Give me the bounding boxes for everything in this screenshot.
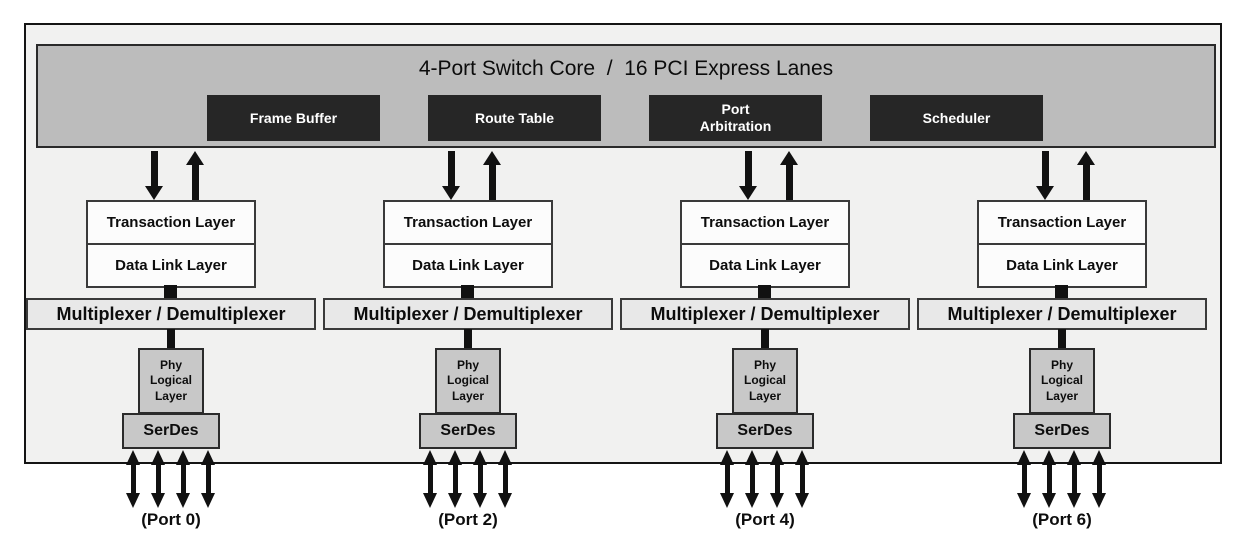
layer-stack-box: Transaction Layer Data Link Layer [977,200,1147,288]
up-arrow-icon [483,151,501,200]
port-column-2: Transaction Layer Data Link Layer Multip… [616,0,914,551]
up-arrow-icon [1077,151,1095,200]
scheduler-block: Scheduler [870,95,1043,141]
port-label: (Port 0) [141,510,201,529]
connector-line [761,329,769,349]
transaction-layer-box: Transaction Layer [682,202,848,245]
bidirectional-arrow-icon [498,450,512,508]
bidirectional-arrow-icon [176,450,190,508]
multiplexer-demultiplexer-box: Multiplexer / Demultiplexer [917,298,1207,330]
port-column-3: Transaction Layer Data Link Layer Multip… [913,0,1211,551]
down-arrow-icon [442,151,460,200]
bidirectional-arrow-icon [151,450,165,508]
bidirectional-arrow-icon [1042,450,1056,508]
bidirectional-arrow-icon [126,450,140,508]
bidirectional-arrow-icon [448,450,462,508]
connector-square [164,285,177,299]
port-column-0: Transaction Layer Data Link Layer Multip… [22,0,320,551]
transaction-layer-box: Transaction Layer [88,202,254,245]
multiplexer-demultiplexer-box: Multiplexer / Demultiplexer [26,298,316,330]
phy-logical-layer-box: Phy Logical Layer [1029,348,1095,414]
down-arrow-icon [1036,151,1054,200]
connector-square [758,285,771,299]
bidirectional-arrow-icon [795,450,809,508]
connector-line [1058,329,1066,349]
serdes-box: SerDes [122,413,220,449]
layer-stack-box: Transaction Layer Data Link Layer [86,200,256,288]
multiplexer-demultiplexer-box: Multiplexer / Demultiplexer [323,298,613,330]
data-link-layer-box: Data Link Layer [709,257,821,274]
bidirectional-arrow-icon [201,450,215,508]
up-arrow-icon [780,151,798,200]
serdes-box: SerDes [1013,413,1111,449]
serdes-box: SerDes [716,413,814,449]
layer-stack-box: Transaction Layer Data Link Layer [383,200,553,288]
serdes-box: SerDes [419,413,517,449]
connector-line [464,329,472,349]
bidirectional-arrow-icon [720,450,734,508]
switch-core-bar: 4-Port Switch Core / 16 PCI Express Lane… [36,44,1216,148]
multiplexer-demultiplexer-box: Multiplexer / Demultiplexer [620,298,910,330]
up-arrow-icon [186,151,204,200]
connector-line [167,329,175,349]
phy-logical-layer-box: Phy Logical Layer [138,348,204,414]
port-column-1: Transaction Layer Data Link Layer Multip… [319,0,617,551]
port-label: (Port 2) [438,510,498,529]
bidirectional-arrow-icon [423,450,437,508]
bidirectional-arrow-icon [1067,450,1081,508]
port-arbitration-block: Port Arbitration [649,95,822,141]
down-arrow-icon [145,151,163,200]
bidirectional-arrow-icon [745,450,759,508]
data-link-layer-box: Data Link Layer [1006,257,1118,274]
phy-logical-layer-box: Phy Logical Layer [435,348,501,414]
bidirectional-arrow-icon [1017,450,1031,508]
transaction-layer-box: Transaction Layer [385,202,551,245]
port-label: (Port 6) [1032,510,1092,529]
connector-square [461,285,474,299]
port-label: (Port 4) [735,510,795,529]
switch-core-title: 4-Port Switch Core / 16 PCI Express Lane… [418,57,834,80]
bidirectional-arrow-icon [473,450,487,508]
frame-buffer-block: Frame Buffer [207,95,380,141]
down-arrow-icon [739,151,757,200]
route-table-block: Route Table [428,95,601,141]
phy-logical-layer-box: Phy Logical Layer [732,348,798,414]
data-link-layer-box: Data Link Layer [115,257,227,274]
layer-stack-box: Transaction Layer Data Link Layer [680,200,850,288]
bidirectional-arrow-icon [770,450,784,508]
connector-square [1055,285,1068,299]
transaction-layer-box: Transaction Layer [979,202,1145,245]
data-link-layer-box: Data Link Layer [412,257,524,274]
bidirectional-arrow-icon [1092,450,1106,508]
